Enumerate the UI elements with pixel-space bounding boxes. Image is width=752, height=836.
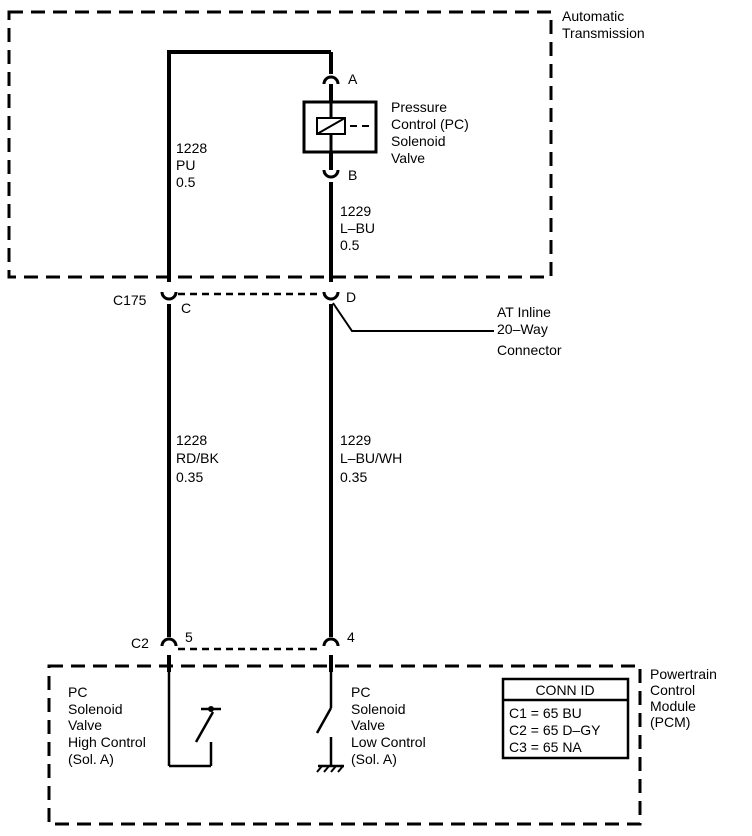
pcm-block	[47, 664, 642, 826]
wire-upper-left-circuit: 1228	[176, 140, 207, 156]
wire-upper-left-color: PU	[176, 157, 195, 173]
terminal-a-symbol	[322, 75, 340, 85]
wire-lower-right-color: L–BU/WH	[340, 450, 402, 466]
high-switch-label-line5: (Sol. A)	[68, 751, 114, 767]
pcm-label-line3: Module	[650, 698, 696, 714]
solenoid-label-line4: Valve	[391, 150, 425, 166]
wire-upper-left-gauge: 0.5	[176, 174, 196, 190]
low-switch-label-line4: Low Control	[351, 734, 426, 750]
high-switch-blade	[194, 711, 215, 743]
wire-upper-right-color: L–BU	[340, 220, 375, 236]
wire-lower-right-gauge: 0.35	[340, 469, 367, 485]
c2-pin-5-label: 5	[185, 629, 193, 645]
low-switch-label-line1: PC	[351, 684, 370, 700]
c175-pin-c-symbol	[160, 291, 178, 301]
solenoid-coil-diagonal	[316, 117, 346, 135]
c175-callout-line2: 20–Way	[497, 321, 548, 337]
pcm-label-line4: (PCM)	[650, 714, 690, 730]
high-switch-label-line4: High Control	[68, 734, 146, 750]
c2-id-label: C2	[131, 635, 149, 651]
terminal-a-label: A	[348, 71, 358, 87]
transmission-label-line2: Transmission	[562, 25, 645, 41]
low-switch-label-line5: (Sol. A)	[351, 751, 397, 767]
solenoid-label-line1: Pressure	[391, 99, 447, 115]
high-switch-label-line1: PC	[68, 684, 87, 700]
conn-id-row-3: C3 = 65 NA	[509, 739, 582, 755]
c175-id-label: C175	[113, 292, 147, 308]
c175-callout-line3: Connector	[497, 342, 562, 358]
c2-pin-4-symbol	[322, 637, 340, 647]
solenoid-label-line2: Control (PC)	[391, 116, 469, 132]
wire-upper-right-circuit: 1229	[340, 203, 371, 219]
high-switch-label-line3: Valve	[68, 717, 102, 733]
wire-1228-upper	[167, 50, 331, 282]
transmission-block	[7, 10, 553, 279]
c175-callout-line1: AT Inline	[497, 304, 551, 320]
conn-id-row-2: C2 = 65 D–GY	[509, 722, 601, 738]
high-switch-label-line2: Solenoid	[68, 701, 123, 717]
c175-callout-leader	[332, 302, 494, 332]
wire-lower-right-circuit: 1229	[340, 432, 371, 448]
ground-hatch-1	[316, 765, 323, 773]
c2-pin-5-symbol	[160, 637, 178, 647]
conn-id-title: CONN ID	[535, 682, 594, 698]
low-switch-label-line3: Valve	[351, 717, 385, 733]
ground-hatch-2	[323, 765, 330, 773]
wire-lower-left-color: RD/BK	[176, 450, 219, 466]
wire-lower-left-gauge: 0.35	[176, 469, 203, 485]
conn-id-table	[501, 677, 630, 760]
conn-id-row-1: C1 = 65 BU	[509, 705, 582, 721]
pcm-label-line2: Control	[650, 682, 695, 698]
wire-upper-right-gauge: 0.5	[340, 237, 360, 253]
terminal-b-symbol	[322, 169, 340, 179]
terminal-b-label: B	[348, 167, 357, 183]
transmission-label-line1: Automatic	[562, 8, 624, 24]
solenoid-label-line3: Solenoid	[391, 133, 446, 149]
c175-pin-c-label: C	[181, 300, 191, 316]
ground-hatch-3	[330, 765, 337, 773]
high-switch-pivot	[208, 706, 214, 712]
c175-pin-d-symbol	[322, 291, 340, 301]
ground-hatch-4	[337, 765, 344, 773]
c2-pin-4-label: 4	[347, 629, 355, 645]
wire-lower-left-circuit: 1228	[176, 432, 207, 448]
pcm-label-line1: Powertrain	[650, 666, 717, 682]
c175-pin-d-label: D	[346, 289, 356, 305]
low-switch-label-line2: Solenoid	[351, 701, 406, 717]
low-switch-blade	[315, 707, 333, 734]
